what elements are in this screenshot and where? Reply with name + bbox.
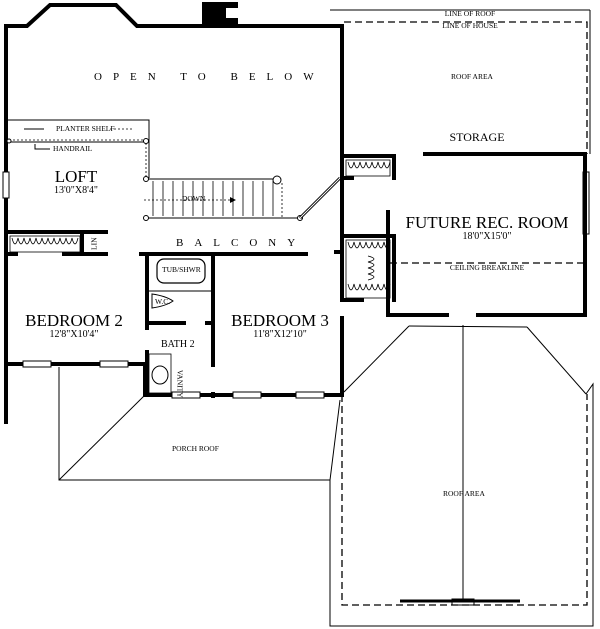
loft-name: LOFT: [54, 167, 98, 186]
stair-down-label: DOWN: [182, 194, 206, 203]
linen-closet-label: LIN: [89, 237, 99, 251]
ceiling-breakline-label: CEILING BREAKLINE: [449, 263, 525, 272]
open-to-below-label: OPEN TO BELOW: [94, 71, 325, 83]
roof-area-bottom-label: ROOF AREA: [443, 489, 485, 498]
storage-label: STORAGE: [449, 130, 505, 144]
wc-label: W.C.: [155, 297, 171, 306]
porch-roof-label: PORCH ROOF: [172, 444, 219, 453]
loft-size: 13'0"X8'4": [54, 185, 98, 196]
staircase: [143, 175, 342, 221]
interior-walls: [4, 152, 587, 398]
balcony-label: BALCONY: [176, 237, 307, 249]
bedroom2-size: 12'8"X10'4": [49, 329, 99, 340]
bath2-label: BATH 2: [161, 339, 195, 350]
handrail-label: HANDRAIL: [53, 144, 93, 153]
vanity-label: VANITY: [175, 369, 185, 398]
bedroom3-name: BEDROOM 3: [231, 311, 329, 330]
tub-shower-label: TUB/SHWR: [162, 265, 201, 274]
loft-area: [6, 119, 150, 178]
future-rec-room-name: FUTURE REC. ROOM: [405, 213, 569, 232]
planter-shelf-label: PLANTER SHELF: [56, 124, 115, 133]
bedroom3-size: 11'8"X12'10": [253, 329, 307, 340]
line-of-roof-label: LINE OF ROOF: [444, 9, 496, 18]
exterior-walls: [4, 2, 344, 424]
line-of-house-label: LINE OF HOUSE: [442, 21, 498, 30]
bedroom2-name: BEDROOM 2: [25, 311, 123, 330]
roof-lines: [58, 9, 594, 627]
future-rec-room-size: 18'0"X15'0": [462, 231, 512, 242]
roof-area-top-label: ROOF AREA: [451, 72, 493, 81]
